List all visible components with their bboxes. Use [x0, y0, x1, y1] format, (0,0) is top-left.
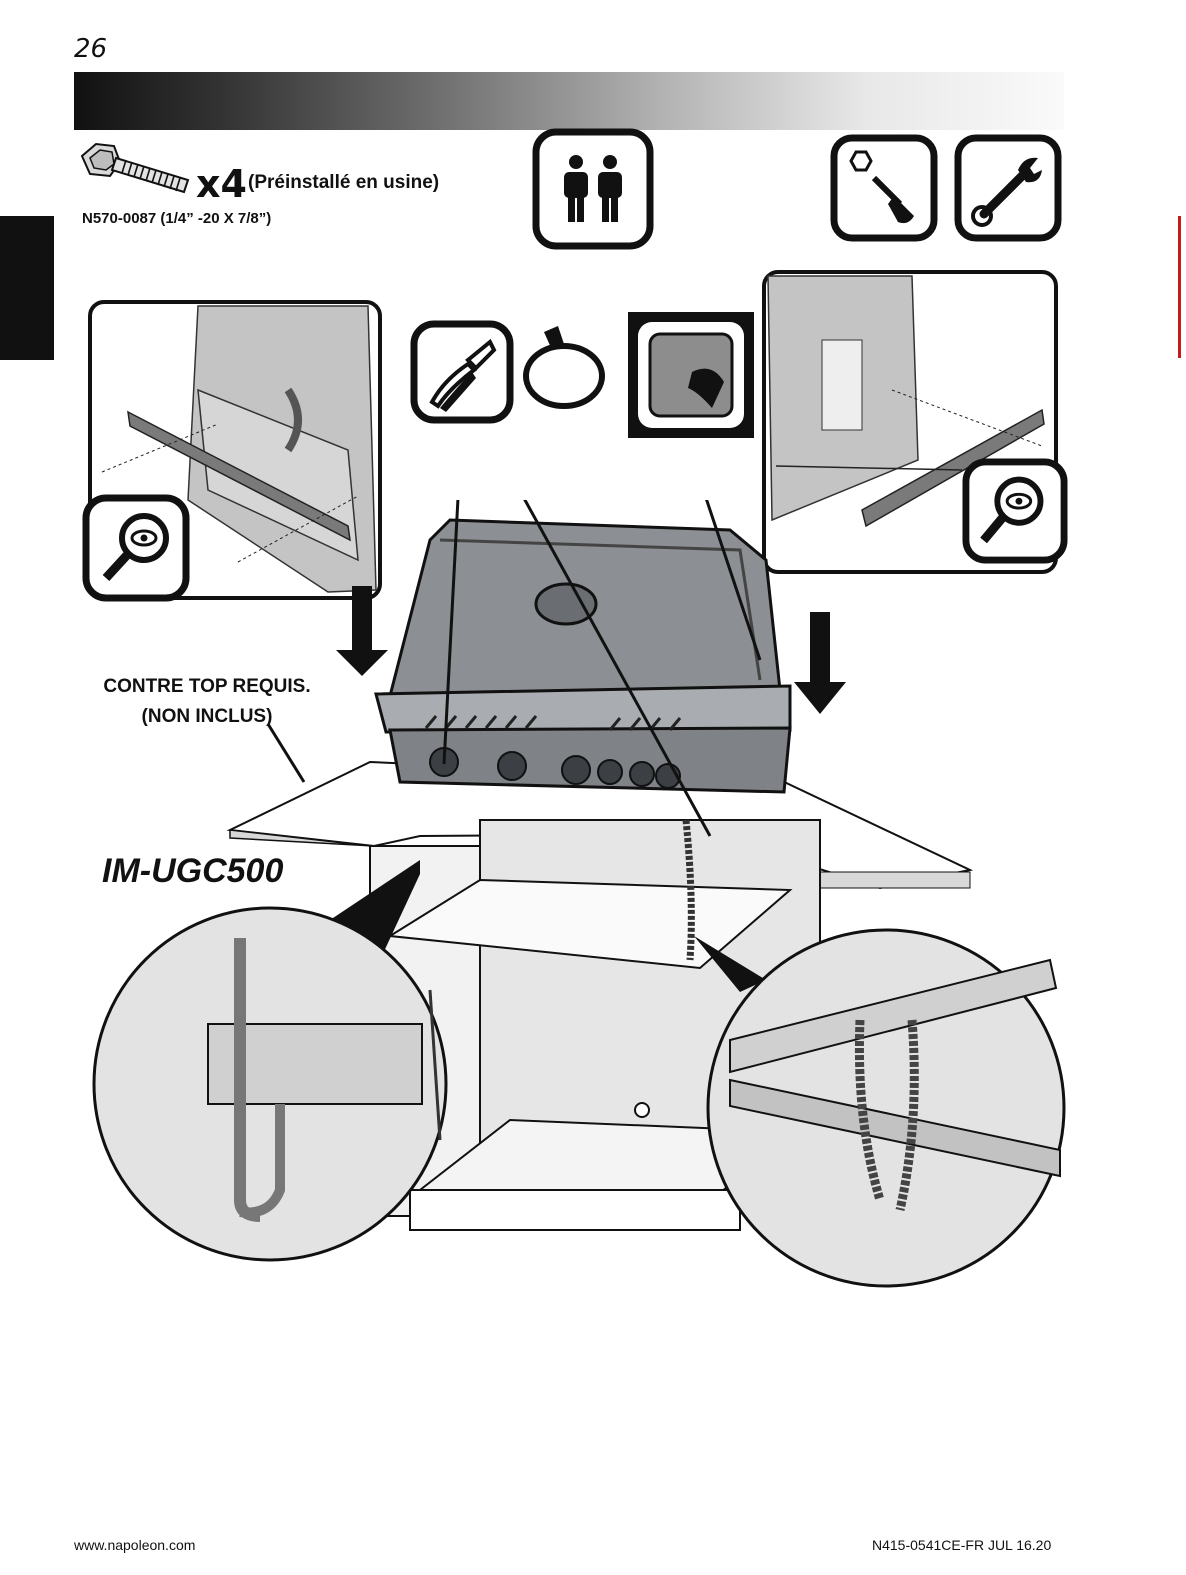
header-gradient-band — [74, 72, 1064, 130]
countertop-note-line2: (NON INCLUS) — [92, 702, 322, 732]
peel-adhesive-icon — [628, 312, 754, 438]
page-number: 26 — [74, 34, 107, 64]
bolt-icon — [76, 138, 194, 196]
hardware-note: (Préinstallé en usine) — [248, 172, 439, 194]
wrench-icon — [954, 134, 1062, 242]
section-tab — [0, 216, 54, 360]
hardware-quantity: x4 — [196, 162, 247, 206]
two-persons-icon — [532, 128, 654, 250]
edge-mark — [1178, 216, 1181, 358]
hardware-part-number: N570-0087 (1/4” -20 X 7/8”) — [82, 210, 271, 227]
footer-url[interactable]: www.napoleon.com — [74, 1537, 195, 1553]
countertop-note: CONTRE TOP REQUIS. (NON INCLUS) — [92, 672, 322, 732]
grill-installation-illustration — [90, 500, 1080, 1290]
cable-tie-icon — [518, 322, 610, 414]
nut-driver-icon — [830, 134, 938, 242]
footer-doc-code: N415-0541CE-FR JUL 16.20 — [872, 1537, 1051, 1553]
model-code: IM-UGC500 — [102, 852, 283, 891]
countertop-note-line1: CONTRE TOP REQUIS. — [92, 672, 322, 702]
side-cutters-icon — [410, 320, 514, 424]
